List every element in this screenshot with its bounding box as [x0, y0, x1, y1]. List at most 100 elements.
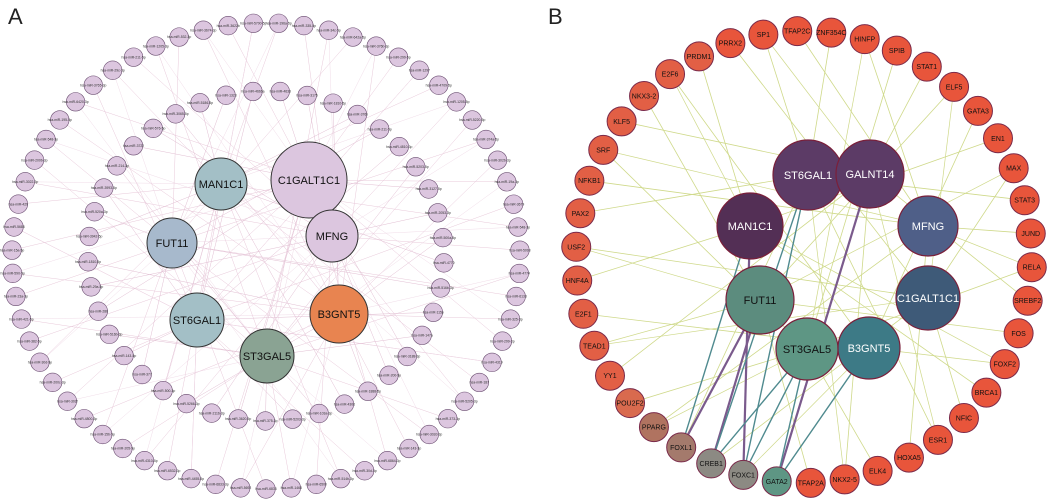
mirna-edge — [171, 242, 267, 490]
mirna-edge — [45, 139, 333, 237]
tf-edge — [908, 225, 929, 458]
mirna-label: hsa-miR-5700-5p — [240, 21, 266, 25]
tf-node: FOXC1 — [728, 459, 759, 490]
tf-label: HINFP — [854, 37, 875, 44]
mirna-node: hsa-miR-103a-3p — [306, 403, 332, 424]
mirna-label: hsa-miR-576-5p — [141, 127, 165, 131]
tf-label: BRCA1 — [975, 390, 998, 397]
tf-node: GATA2 — [761, 466, 792, 497]
mirna-label: hsa-miR-4455-5p — [178, 477, 204, 481]
mirna-node: hsa-miR-23a-3p — [4, 286, 28, 307]
mirna-edge — [203, 30, 340, 315]
tf-label: USF2 — [567, 244, 585, 251]
mirna-node: hsa-miR-299-5p — [386, 47, 411, 67]
mirna-edge — [98, 179, 310, 312]
tf-label: E2F1 — [575, 311, 592, 318]
mirna-node: hsa-miR-205-5p — [111, 438, 135, 459]
mirna-label: hsa-miR-3175 — [296, 94, 317, 98]
tf-node: PRRX2 — [715, 28, 746, 59]
mirna-node: hsa-miR-3942-5p — [76, 226, 102, 247]
tf-node: BRCA1 — [971, 377, 1002, 408]
mirna-label: hsa-miR-642a-5p — [340, 35, 366, 39]
mirna-label: hsa-miR-516b-3p — [428, 286, 454, 290]
mirna-node: hsa-miR-211-5p — [368, 119, 392, 139]
mirna-label: hsa-miR-421-5p — [9, 317, 33, 321]
mirna-label: hsa-miR-1810-5p — [320, 101, 346, 105]
mirna-label: hsa-miR-34c-5p — [317, 28, 341, 32]
hub-gene-label: FUT11 — [744, 295, 777, 307]
mirna-node: hsa-miR-187 — [470, 372, 489, 393]
mirna-label: hsa-miR-302d-3p — [416, 433, 442, 437]
mirna-edge — [332, 103, 340, 315]
mirna-label: hsa-miR-5205-3p — [451, 399, 477, 403]
mirna-label: hsa-miR-3188-3p — [394, 355, 420, 359]
mirna-label: hsa-miR-1205-5p — [443, 100, 469, 104]
mirna-node: hsa-miR-373-3p — [436, 409, 460, 429]
mirna-node: hsa-miR-3674-3p — [190, 20, 217, 40]
mirna-node: hsa-miR-4770 — [433, 253, 455, 273]
tf-label: FOXC1 — [732, 472, 755, 479]
mirna-label: hsa-miR-6833-3p — [203, 483, 229, 487]
tf-node: FOXL1 — [666, 432, 697, 463]
mirna-edge — [144, 235, 333, 461]
tf-label: ELK4 — [869, 468, 886, 475]
mirna-label: hsa-miR-5203-5p — [403, 165, 429, 169]
tf-node: STAT3 — [1009, 185, 1040, 216]
mirna-edge — [162, 183, 222, 391]
tf-label: EN1 — [991, 136, 1005, 143]
mirna-label: hsa-miR-29a-5p — [79, 285, 103, 289]
hub-gene-node: FUT11 — [146, 217, 198, 269]
hub-gene-node: MFNG — [897, 195, 959, 257]
mirna-label: hsa-miR-286 — [89, 309, 109, 313]
mirna-label: hsa-miR-143-5p — [112, 354, 136, 358]
mirna-node: hsa-miR-514b-3p — [328, 469, 354, 489]
mirna-edge — [331, 235, 520, 251]
mirna-node: hsa-miR-3188-3p — [394, 346, 420, 367]
mirna-label: hsa-miR-19a-3p — [495, 180, 519, 184]
mirna-node: hsa-miR-3175 — [296, 85, 318, 106]
mirna-label: hsa-miR-3674-3p — [190, 28, 216, 32]
tf-label: YY1 — [603, 373, 616, 380]
mirna-label: hsa-miR-4633 — [270, 90, 291, 94]
mirna-node: hsa-miR-2053-3p — [425, 203, 451, 223]
hub-gene-node: ST6GAL1 — [169, 292, 225, 348]
hub-gene-node: B3GNT5 — [309, 284, 369, 344]
mirna-label: hsa-miR-532-3p — [167, 35, 191, 39]
mirna-label: hsa-miR-4774 — [509, 272, 530, 276]
panel-a-letter: A — [8, 4, 23, 29]
mirna-label: hsa-miR-6532-3p — [154, 469, 180, 473]
mirna-label: hsa-miR-147a — [411, 334, 432, 338]
mirna-label: hsa-miR-2053-3p — [425, 211, 451, 215]
mirna-edge — [266, 273, 520, 357]
mirna-node: hsa-miR-4709-5p — [426, 75, 452, 95]
mirna-edge — [196, 146, 400, 321]
mirna-node: hsa-miR-500-3p — [151, 381, 175, 401]
mirna-label: hsa-miR-4310-5p — [131, 459, 157, 463]
tf-label: NFKB1 — [578, 178, 601, 185]
mirna-edge — [34, 159, 268, 357]
tf-label: TFAP2C — [784, 29, 810, 36]
tf-label: FOS — [1011, 331, 1026, 338]
mirna-node: hsa-miR-299-3p — [490, 331, 515, 351]
mirna-node: hsa-miR-1468 — [281, 478, 302, 498]
tf-label: PAX2 — [572, 211, 589, 218]
mirna-label: hsa-miR-200-5p — [377, 373, 401, 377]
mirna-node: hsa-miR-377 — [132, 364, 152, 385]
mirna-label: hsa-miR-30d-5p — [28, 360, 52, 364]
hub-gene-label: ST6GAL1 — [173, 315, 221, 327]
tf-label: SPIB — [889, 48, 905, 55]
mirna-node: hsa-miR-195-5p — [48, 110, 72, 130]
mirna-node: hsa-miR-429 — [9, 194, 29, 214]
tf-label: FOXL1 — [670, 445, 692, 452]
mirna-label: hsa-miR-429 — [9, 202, 29, 206]
mirna-edge — [196, 319, 365, 471]
mirna-node: hsa-miR-200b-3p — [21, 150, 48, 170]
tf-node: TEAD1 — [579, 330, 610, 361]
mirna-node: hsa-miR-4306 — [334, 394, 355, 414]
mirna-edge — [84, 313, 340, 419]
mirna-edge — [211, 235, 333, 414]
mirna-label: hsa-miR-4810-3p — [386, 145, 412, 149]
tf-edge — [643, 95, 761, 301]
mirna-node: hsa-miR-6833 — [255, 479, 277, 499]
tf-edge — [603, 149, 929, 227]
